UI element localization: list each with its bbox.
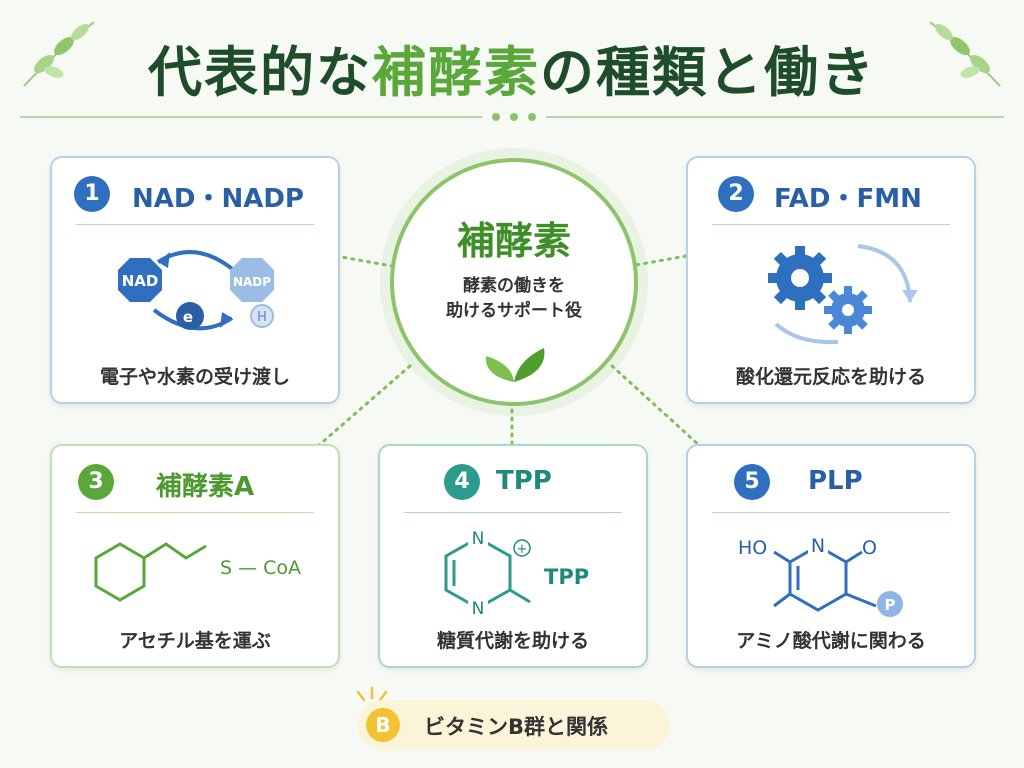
plp-n-label: N — [811, 535, 825, 557]
nadp-node-label: NADP — [233, 275, 271, 289]
leaf-branch-right-icon — [929, 21, 1001, 87]
tpp-plus: + — [517, 542, 528, 557]
nad-node-label: NAD — [122, 272, 159, 290]
title-highlight: 補酵素 — [372, 41, 540, 104]
plp-ho-label: HO — [738, 537, 767, 559]
title-divider-right — [546, 116, 1004, 118]
tpp-n-top: N — [472, 529, 485, 549]
card-divider — [712, 512, 950, 513]
card-description: 酸化還元反応を助ける — [735, 366, 926, 388]
divider-dots — [492, 113, 536, 121]
nad-cycle-diagram: NAD NADP e H — [118, 250, 274, 331]
card-divider — [76, 224, 314, 225]
plp-o-label: O — [862, 537, 877, 559]
card-divider — [76, 512, 314, 513]
tpp-structure: N N + TPP — [444, 528, 589, 619]
card-number: 2 — [718, 176, 754, 212]
card-description: アミノ酸代謝に関わる — [736, 630, 926, 652]
tpp-label: TPP — [544, 565, 589, 589]
center-subtitle-line1: 酵素の働きを — [463, 276, 565, 296]
sprout-icon — [485, 348, 545, 382]
gears-icon — [768, 244, 918, 345]
plp-phosphate-label: P — [885, 596, 896, 614]
card-description: アセチル基を運ぶ — [119, 630, 271, 652]
card-number: 3 — [78, 464, 114, 500]
card-number: 4 — [444, 464, 480, 500]
title-prefix: 代表的な — [148, 41, 372, 104]
vitamin-b-text: ビタミンB群と関係 — [424, 715, 609, 739]
card-divider — [712, 224, 950, 225]
plp-structure: N HO O P — [738, 534, 903, 617]
center-coenzyme-circle: 補酵素 酵素の働きを 助けるサポート役 — [390, 158, 638, 406]
card-title: TPP — [496, 466, 552, 496]
center-subtitle-line2: 助けるサポート役 — [446, 301, 582, 321]
center-title: 補酵素 — [456, 219, 571, 263]
acetyl-coa-structure: S — CoA — [94, 542, 301, 602]
coa-group-label: S — CoA — [220, 557, 301, 579]
leaf-branch-left-icon — [23, 21, 95, 87]
card-fad-fmn: 2 FAD・FMN 酸 — [686, 156, 976, 404]
vitamin-b-icon: B — [366, 708, 400, 742]
card-title: 補酵素A — [156, 472, 255, 502]
center-subtitle: 酵素の働きを 助けるサポート役 — [394, 274, 634, 324]
card-divider — [404, 512, 622, 513]
title-divider-left — [20, 116, 482, 118]
page-title: 代表的な補酵素の種類と働き — [0, 28, 1024, 107]
tpp-n-bottom: N — [472, 599, 485, 619]
vitamin-b-relation-badge: B ビタミンB群と関係 — [358, 700, 670, 750]
title-suffix: の種類と働き — [540, 41, 876, 104]
card-title: FAD・FMN — [774, 184, 922, 214]
card-tpp: 4 TPP N N + TPP 糖質代謝を助ける — [378, 444, 648, 668]
card-number: 5 — [734, 464, 770, 500]
hydrogen-label: H — [257, 310, 267, 325]
card-plp: 5 PLP N HO O P アミノ酸代謝に関わる — [686, 444, 976, 668]
card-coenzyme-a: 3 補酵素A S — CoA アセチル基を運ぶ — [50, 444, 340, 668]
card-title: PLP — [808, 466, 863, 496]
card-number: 1 — [74, 176, 110, 212]
sparkle-icon — [356, 686, 388, 702]
card-title: NAD・NADP — [132, 184, 304, 214]
electron-label: e — [183, 308, 193, 326]
card-nad-nadp: 1 NAD・NADP NAD NADP e H 電子や水素の受け渡し — [50, 156, 340, 404]
card-description: 糖質代謝を助ける — [436, 630, 589, 652]
card-description: 電子や水素の受け渡し — [99, 366, 290, 388]
